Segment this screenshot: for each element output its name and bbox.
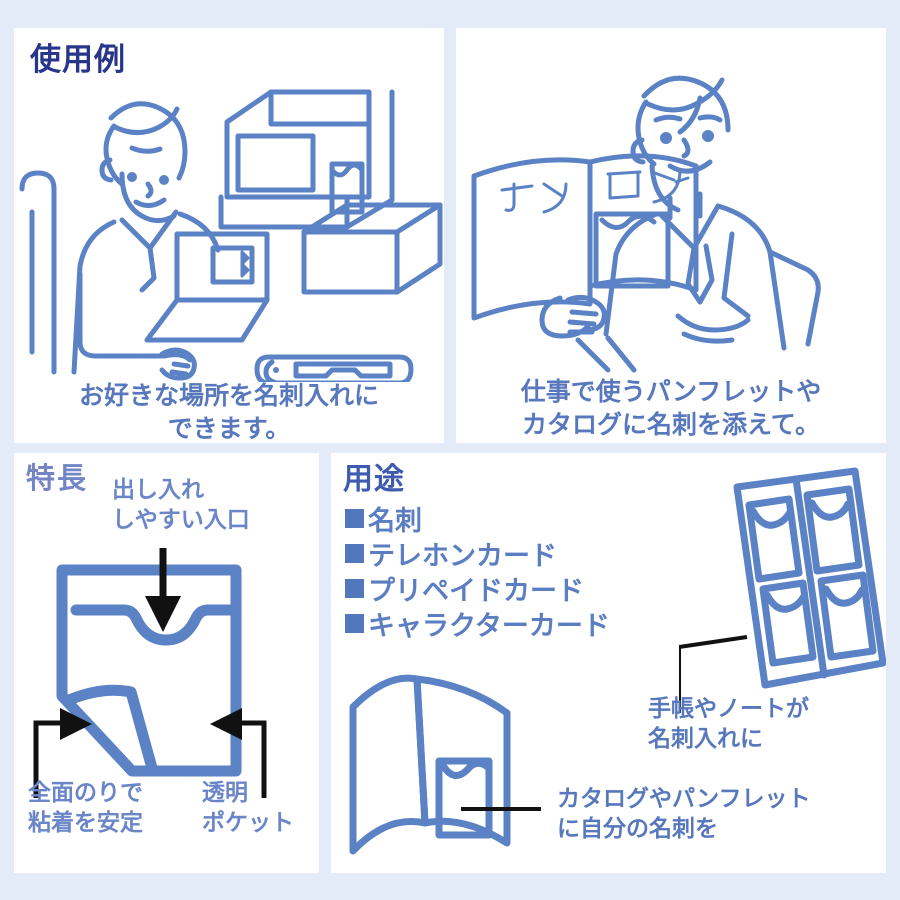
caption-usecase-desk: お好きな場所を名刺入れに できます。 bbox=[78, 382, 379, 443]
list-item-label: キャラクターカード bbox=[368, 611, 610, 641]
bullet-square-icon bbox=[345, 614, 364, 633]
page-title: 使用例 bbox=[30, 42, 126, 77]
illustration-catalog-scene bbox=[471, 75, 821, 373]
panel-usecase-catalog: 仕事で使うパンフレットや カタログに名刺を添えて。 bbox=[456, 28, 886, 443]
illustration-notebook-pockets bbox=[679, 467, 886, 713]
list-item: キャラクターカード bbox=[345, 606, 610, 641]
uses-heading: 用途 bbox=[343, 463, 405, 496]
illustration-desk-scene bbox=[19, 89, 443, 382]
list-item: テレホンカード bbox=[345, 536, 610, 571]
bullet-square-icon bbox=[345, 544, 364, 563]
panel-usecase-desk: 使用例 bbox=[14, 28, 444, 443]
list-item-label: 名刺 bbox=[368, 506, 422, 536]
panel-uses: 用途 名刺 テレホンカード プリペイドカード キャラクターカード bbox=[331, 453, 886, 873]
annotation-entry-opening: 出し入れ しやすい入口 bbox=[112, 476, 250, 532]
list-item-label: プリペイドカード bbox=[368, 576, 584, 606]
illustration-pocket-diagram bbox=[33, 548, 267, 798]
bullet-square-icon bbox=[345, 579, 364, 598]
panel-features: 特長 出し入れ しやすい入口 bbox=[14, 453, 319, 873]
illustration-open-catalog bbox=[349, 674, 541, 855]
list-item-label: テレホンカード bbox=[368, 541, 557, 571]
annotation-clear-pocket: 透明 ポケット bbox=[202, 779, 294, 835]
features-heading: 特長 bbox=[26, 463, 89, 495]
annotation-catalog: カタログやパンフレット に自分の名刺を bbox=[557, 785, 811, 842]
annotation-full-adhesive: 全面のりで 粘着を安定 bbox=[28, 779, 143, 835]
bullet-square-icon bbox=[345, 509, 364, 528]
list-item: 名刺 bbox=[345, 501, 610, 536]
annotation-notebook: 手帳やノートが 名刺入れに bbox=[648, 695, 809, 752]
caption-usecase-catalog: 仕事で使うパンフレットや カタログに名刺を添えて。 bbox=[520, 378, 822, 439]
uses-item-list: 名刺 テレホンカード プリペイドカード キャラクターカード bbox=[345, 501, 610, 641]
list-item: プリペイドカード bbox=[345, 571, 610, 606]
